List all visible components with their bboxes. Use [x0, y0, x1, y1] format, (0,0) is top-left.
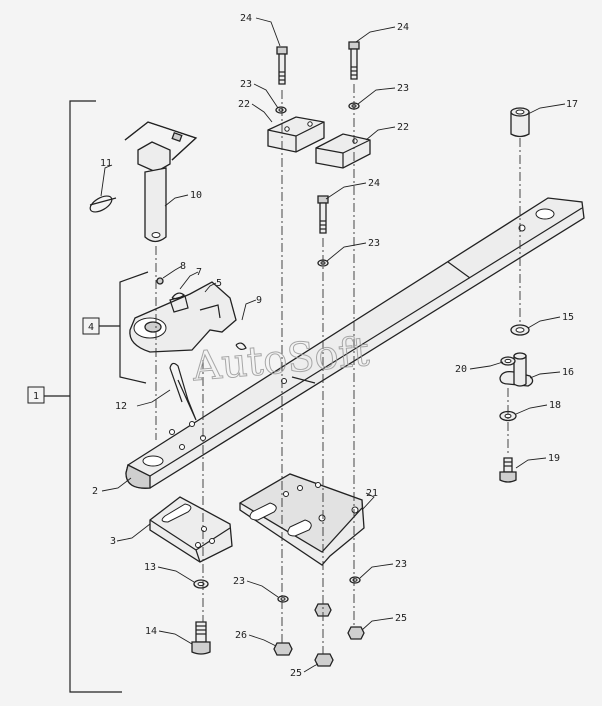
callout-20: 20: [455, 364, 467, 375]
callout-23-left-bottom: 23: [233, 576, 245, 587]
callout-24-right: 24: [397, 22, 409, 33]
bushing: [510, 107, 530, 138]
callout-5: 5: [216, 278, 222, 289]
callout-23-right-bottom: 23: [395, 559, 407, 570]
retaining-pin: [499, 352, 534, 387]
callout-13: 13: [144, 562, 156, 573]
callout-23-left-top: 23: [240, 79, 252, 90]
spacer-block-right: [315, 133, 371, 169]
bolt-24-right: [348, 41, 360, 80]
callout-14: 14: [145, 626, 157, 637]
callout-3: 3: [110, 536, 116, 547]
support-plate: [149, 496, 233, 563]
callout-19: 19: [548, 453, 560, 464]
callout-2: 2: [92, 486, 98, 497]
callout-24-center: 24: [368, 178, 380, 189]
assembly-centerlines: [155, 84, 521, 654]
callout-17: 17: [566, 99, 578, 110]
callout-24-left: 24: [240, 13, 252, 24]
callout-12: 12: [115, 401, 127, 412]
callout-23-center: 23: [368, 238, 380, 249]
callout-9: 9: [256, 295, 262, 306]
callout-22-left: 22: [238, 99, 250, 110]
mounting-plate: [238, 473, 365, 566]
bolt-14: [191, 621, 211, 655]
callout-10: 10: [190, 190, 202, 201]
callout-23-right-top: 23: [397, 83, 409, 94]
callout-7: 7: [196, 267, 202, 278]
callout-25-right: 25: [395, 613, 407, 624]
watermark: AutoSoft: [190, 329, 372, 390]
nuts: [273, 603, 365, 667]
subassembly-group-label: 4: [88, 322, 94, 333]
subassembly-bracket: 4: [82, 271, 149, 384]
callout-15: 15: [562, 312, 574, 323]
linch-pin: [89, 195, 117, 213]
callout-16: 16: [562, 367, 574, 378]
clevis-pin: [124, 121, 198, 243]
callout-11: 11: [100, 158, 112, 169]
callout-8: 8: [180, 261, 186, 272]
callout-25-bottom: 25: [290, 668, 302, 679]
callout-21: 21: [366, 488, 378, 499]
assembly-bracket: 1: [27, 100, 122, 693]
callout-22-right: 22: [397, 122, 409, 133]
bolt-19: [499, 457, 517, 483]
bolt-24-left: [276, 46, 288, 85]
assembly-group-label: 1: [33, 391, 39, 402]
drawbar: [125, 197, 585, 489]
callout-26: 26: [235, 630, 247, 641]
washers: [193, 102, 530, 603]
spacer-block-left: [267, 116, 325, 153]
bolt-24-center: [317, 195, 329, 234]
leader-lines: [100, 17, 566, 673]
callout-labels: 24 24 23 23 22 22 17 11 10 24 23 8 7 5 9…: [92, 13, 578, 679]
callout-18: 18: [549, 400, 561, 411]
retaining-spring: [169, 362, 197, 421]
